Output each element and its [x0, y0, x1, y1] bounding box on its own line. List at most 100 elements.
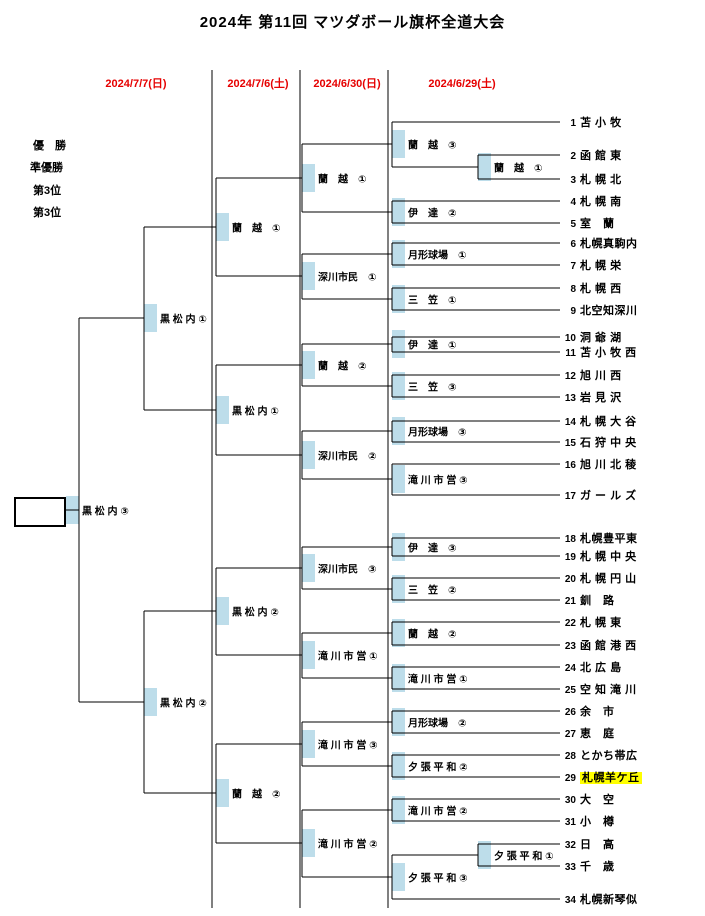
- team-row: 11 苫 小 牧 西: [561, 343, 637, 361]
- team-name: 洞 爺 湖: [580, 332, 622, 344]
- venue-label: 三 笠 ②: [408, 585, 457, 597]
- team-number: 9: [570, 306, 576, 317]
- venue-label: 伊 達 ②: [408, 208, 457, 220]
- venue-mark: [302, 641, 315, 669]
- venue-label: 蘭 越 ①: [494, 163, 543, 175]
- venue-label: 黒 松 内 ①: [232, 406, 279, 418]
- venue-mark: [392, 465, 405, 493]
- team-number: 22: [564, 618, 576, 629]
- team-number: 32: [564, 840, 576, 851]
- venue-label: 滝 川 市 営 ②: [408, 806, 468, 818]
- team-name: 札幌真駒内: [580, 238, 638, 250]
- venue-label: 伊 達 ③: [408, 543, 457, 555]
- venue-mark: [302, 351, 315, 379]
- team-name: 札 幌 大 谷: [580, 416, 637, 428]
- team-number: 11: [565, 348, 576, 359]
- team-name: 苫 小 牧 西: [580, 347, 637, 359]
- venue-mark: [302, 829, 315, 857]
- team-number: 14: [564, 417, 576, 428]
- venue-mark: [392, 240, 405, 268]
- venue-label: 伊 達 ①: [408, 340, 457, 352]
- venue-label: 三 笠 ③: [408, 382, 457, 394]
- venue-label: 黒 松 内 ①: [160, 314, 207, 326]
- venue-label: 蘭 越 ①: [318, 174, 367, 186]
- team-number: 19: [564, 552, 576, 563]
- team-number: 28: [564, 751, 576, 762]
- venue-mark: [216, 396, 229, 424]
- venue-mark: [302, 262, 315, 290]
- team-number: 34: [564, 895, 576, 906]
- team-number: 13: [564, 393, 576, 404]
- venue-mark: [216, 597, 229, 625]
- team-name: 岩 見 沢: [580, 392, 622, 404]
- venue-label: 夕 張 平 和 ③: [408, 873, 468, 885]
- round-date-round1: 2024/6/29(土): [428, 78, 496, 90]
- team-name: 札幌豊平東: [580, 533, 638, 545]
- team-name: 北空知深川: [580, 305, 638, 317]
- venue-label: 滝 川 市 営 ①: [408, 674, 468, 686]
- team-name: とかち帯広: [580, 750, 638, 762]
- team-name: 札 幌 栄: [580, 260, 622, 272]
- team-name: 苫 小 牧: [580, 117, 622, 129]
- team-number: 4: [570, 197, 576, 208]
- team-name: 千 歳: [580, 861, 615, 873]
- team-number: 20: [564, 574, 576, 585]
- team-number: 8: [570, 284, 576, 295]
- venue-mark: [392, 285, 405, 313]
- team-name: 函 館 東: [580, 150, 622, 162]
- venue-mark: [216, 213, 229, 241]
- venue-mark: [392, 664, 405, 692]
- venue-mark: [302, 441, 315, 469]
- team-name: 札 幌 中 央: [580, 551, 637, 563]
- venue-mark: [392, 372, 405, 400]
- team-number: 18: [564, 534, 576, 545]
- team-name: 釧 路: [580, 595, 615, 607]
- venue-mark: [302, 554, 315, 582]
- team-name: 函 館 港 西: [580, 640, 637, 652]
- team-row: 19 札 幌 中 央: [561, 547, 637, 565]
- legend-third-place-1: 第3位: [33, 185, 62, 197]
- champion-box: [14, 497, 66, 527]
- venue-mark: [144, 688, 157, 716]
- team-name: 北 広 島: [580, 662, 622, 674]
- legend-champion: 優 勝: [33, 140, 66, 152]
- team-row: 26 余 市: [561, 702, 615, 720]
- team-number: 29: [564, 773, 576, 784]
- team-name: 札 幌 東: [580, 617, 622, 629]
- venue-label: 滝 川 市 営 ②: [318, 839, 378, 851]
- venue-mark: [392, 417, 405, 445]
- venue-label: 深川市民 ②: [318, 451, 377, 463]
- team-number: 27: [564, 729, 576, 740]
- venue-mark: [216, 779, 229, 807]
- venue-mark: [392, 575, 405, 603]
- team-number: 26: [564, 707, 576, 718]
- column-separator-lines: [211, 70, 389, 908]
- venue-label: 月形球場 ②: [408, 718, 467, 730]
- team-number: 17: [564, 491, 576, 502]
- team-row: 13 岩 見 沢: [561, 388, 622, 406]
- team-name: 余 市: [580, 706, 615, 718]
- team-name: 旭 川 北 稜: [580, 459, 637, 471]
- venue-label: 滝 川 市 営 ①: [318, 651, 378, 663]
- team-number: 10: [564, 333, 576, 344]
- venue-label: 黒 松 内 ③: [82, 506, 129, 518]
- venue-label: 蘭 越 ①: [232, 223, 281, 235]
- team-name: 小 樽: [580, 816, 615, 828]
- venue-mark: [392, 752, 405, 780]
- venue-label: 蘭 越 ②: [232, 789, 281, 801]
- team-row: 9 北空知深川: [561, 301, 638, 319]
- team-number: 30: [564, 795, 576, 806]
